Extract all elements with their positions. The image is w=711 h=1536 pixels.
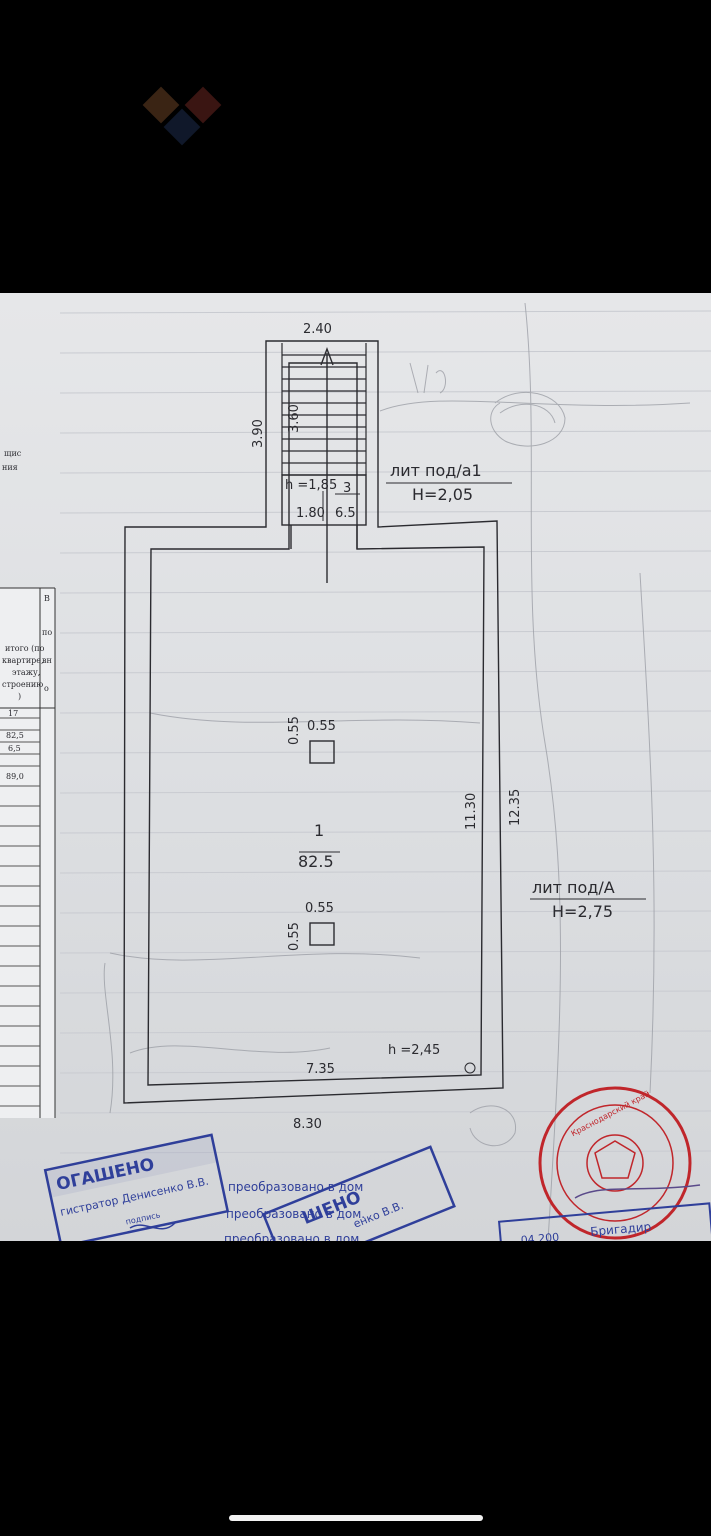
dim-outer-width: 8.30 <box>293 1117 322 1132</box>
small-room-number: 3 <box>343 481 351 496</box>
pillar2-height: 0.55 <box>287 922 302 951</box>
stamp1-sign: подпись <box>125 1210 162 1226</box>
dim-stair-outer: 3.90 <box>251 419 266 448</box>
outer-wall <box>123 340 504 1104</box>
dim-inner-length: 11.30 <box>464 793 479 830</box>
arrow-head-icon <box>320 347 334 366</box>
small-room-width: 1.80 <box>296 506 325 521</box>
main-room-area: 82.5 <box>298 852 334 871</box>
table-value: 89,0 <box>6 772 24 781</box>
pencil-marks <box>103 302 691 1241</box>
table-header-side: о <box>44 684 49 693</box>
small-room-area: 6.5 <box>335 506 356 521</box>
dim-stair-width: 2.40 <box>303 322 332 337</box>
seal-emblem-icon <box>594 1140 636 1179</box>
table-header-side: по <box>42 628 52 637</box>
small-room-height: h =1,85 <box>285 478 337 493</box>
table-header-top: В <box>44 594 50 603</box>
table-header-line: квартире, <box>2 656 44 665</box>
table-fragment-text: ния <box>2 463 18 472</box>
note-1: преобразовано в дом <box>228 1180 363 1194</box>
table-fragment-text: щис <box>4 449 22 458</box>
main-room-height: h =2,45 <box>388 1043 440 1058</box>
annex-label: лит под/а1 <box>390 461 482 480</box>
table-header-line: этажу, <box>12 668 40 677</box>
main-label: лит под/А <box>532 878 615 897</box>
table-header-line: итого (по <box>5 644 45 653</box>
dim-stair-inner: 3.60 <box>287 404 302 433</box>
table-header-line: ) <box>18 692 21 701</box>
table-header-line: строению <box>2 680 43 689</box>
signature-2 <box>129 1222 176 1230</box>
pillar2-width: 0.55 <box>305 901 334 916</box>
main-room-number: 1 <box>314 821 324 840</box>
floor-plan <box>123 340 646 1104</box>
seal-line: Бригадир <box>590 1220 652 1239</box>
cancel-stamp-2: ШЕНО енко В.В. <box>261 1145 456 1241</box>
pillar1-width: 0.55 <box>307 719 336 734</box>
note-2: преобразовано в дом. <box>226 1207 365 1221</box>
pillar-1 <box>309 740 335 764</box>
seal-stamp-box: 04.200 Бригадир <box>497 1202 711 1241</box>
dim-inner-width: 7.35 <box>306 1062 335 1077</box>
table-value: 6,5 <box>8 744 21 753</box>
staircase <box>281 343 367 476</box>
paper-ruling <box>59 310 711 1154</box>
seal-date: 04.200 <box>520 1231 559 1241</box>
signature <box>574 1184 701 1199</box>
small-room <box>281 474 367 526</box>
table-header-side: вн <box>42 656 52 665</box>
table-value: 17 <box>8 709 18 718</box>
dim-outer-length: 12.35 <box>508 789 523 826</box>
app-logo-icon <box>140 86 240 160</box>
note-3: преобразовано в дом <box>224 1232 359 1241</box>
pillar-2 <box>309 922 335 946</box>
main-height: H=2,75 <box>552 902 613 921</box>
left-table: В по вн о итого (по квартире, этажу, стр… <box>0 449 56 1118</box>
home-indicator[interactable] <box>229 1515 483 1521</box>
pillar1-height: 0.55 <box>287 716 302 745</box>
annex-height: H=2,05 <box>412 485 473 504</box>
table-value: 82,5 <box>6 731 24 740</box>
document-photo: В по вн о итого (по квартире, этажу, стр… <box>0 293 711 1241</box>
